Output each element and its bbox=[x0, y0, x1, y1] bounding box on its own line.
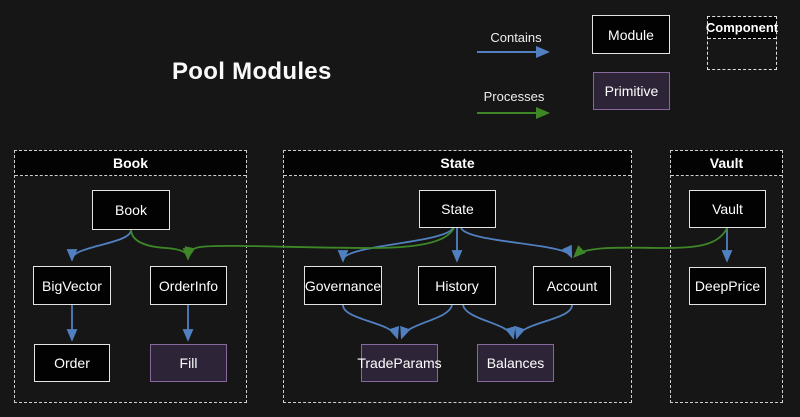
node-fill: Fill bbox=[150, 344, 227, 382]
legend-contains-label: Contains bbox=[490, 30, 542, 45]
subgraph-book: Book bbox=[14, 150, 247, 403]
node-bigvector: BigVector bbox=[33, 266, 111, 305]
subgraph-vault: Vault bbox=[670, 150, 783, 403]
subgraph-state-title: State bbox=[284, 151, 631, 176]
node-tradeparams: TradeParams bbox=[357, 344, 442, 382]
node-state: State bbox=[419, 190, 496, 228]
node-governance: Governance bbox=[304, 266, 382, 305]
diagram-title: Pool Modules bbox=[172, 58, 332, 85]
node-deepprice: DeepPrice bbox=[689, 267, 766, 305]
subgraph-vault-title: Vault bbox=[671, 151, 782, 176]
legend-component-label: Component bbox=[706, 17, 778, 39]
legend-processes-label: Processes bbox=[483, 89, 545, 104]
node-balances: Balances bbox=[477, 344, 554, 382]
legend-module-node: Module bbox=[592, 15, 670, 54]
subgraph-state: State bbox=[283, 150, 632, 403]
node-orderinfo: OrderInfo bbox=[150, 266, 227, 305]
node-order: Order bbox=[34, 344, 110, 382]
node-history: History bbox=[418, 266, 496, 305]
subgraph-book-title: Book bbox=[15, 151, 246, 176]
node-book: Book bbox=[92, 190, 170, 230]
legend-component-box: Component bbox=[706, 16, 778, 70]
node-account: Account bbox=[533, 266, 611, 305]
legend-primitive-node: Primitive bbox=[593, 72, 670, 110]
node-vault: Vault bbox=[689, 190, 766, 228]
